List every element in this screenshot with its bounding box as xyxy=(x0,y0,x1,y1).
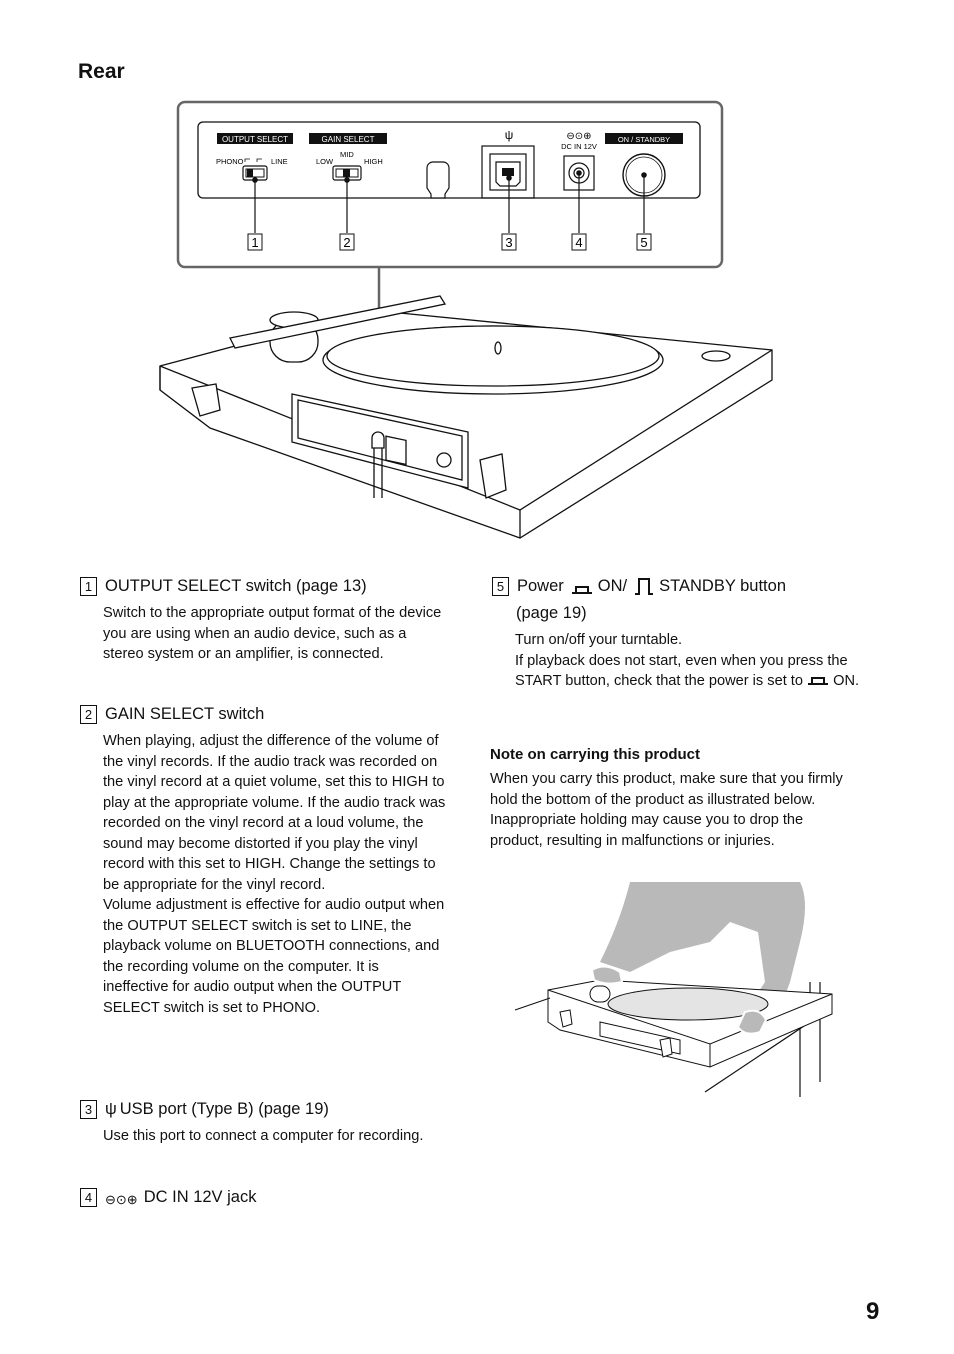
carrying-illustration xyxy=(514,882,833,1097)
item-5-title-page: (page 19) xyxy=(516,604,587,622)
item-2-body: When playing, adjust the difference of t… xyxy=(103,731,448,1018)
page-number: 9 xyxy=(866,1298,880,1325)
line-label: LINE xyxy=(271,157,288,166)
item-5-number: 5 xyxy=(492,577,509,596)
power-on-icon xyxy=(808,677,829,685)
high-label: HIGH xyxy=(364,157,383,166)
item-3-number: 3 xyxy=(80,1100,97,1119)
note-title: Note on carrying this product xyxy=(490,746,701,763)
mid-label: MID xyxy=(340,150,354,159)
item-2-heading: 2 GAIN SELECT switch xyxy=(80,701,264,728)
item-3-heading: 3 ψ USB port (Type B) (page 19) xyxy=(80,1096,329,1123)
on-standby-label: ON / STANDBY xyxy=(618,135,670,144)
item-1-heading: 1 OUTPUT SELECT switch (page 13) xyxy=(80,573,367,600)
standby-icon xyxy=(635,578,654,595)
rear-panel-diagram: OUTPUT SELECT GAIN SELECT PHONO LINE LOW… xyxy=(159,100,773,539)
item-5-title-standby: STANDBY button xyxy=(659,577,786,595)
usb-symbol-icon: ψ xyxy=(505,128,514,142)
note-body: When you carry this product, make sure t… xyxy=(490,771,843,849)
item-5-body-para2-text: If playback does not start, even when yo… xyxy=(515,652,848,690)
item-5-body-para2-end: ON. xyxy=(833,673,860,689)
callout-3: 3 xyxy=(505,235,512,250)
item-4-number: 4 xyxy=(80,1188,97,1207)
item-5-body-para2: If playback does not start, even when yo… xyxy=(515,651,860,692)
item-1-title: OUTPUT SELECT switch (page 13) xyxy=(105,577,367,595)
item-3-body: Use this port to connect a computer for … xyxy=(103,1128,424,1144)
section-heading: Rear xyxy=(78,60,125,83)
item-5-body-para1: Turn on/off your turntable. xyxy=(515,632,683,648)
item-4-heading: 4 ⊖⊙⊕ DC IN 12V jack xyxy=(80,1184,256,1213)
callout-2: 2 xyxy=(343,235,350,250)
output-select-label: OUTPUT SELECT xyxy=(222,135,288,144)
dc-polarity-icon: ⊖⊙⊕ xyxy=(566,131,591,142)
item-2-number: 2 xyxy=(80,705,97,724)
callout-1: 1 xyxy=(251,235,258,250)
item-1-number: 1 xyxy=(80,577,97,596)
callout-5: 5 xyxy=(640,235,647,250)
gain-select-label: GAIN SELECT xyxy=(322,135,375,144)
dc-polarity-icon: ⊖⊙⊕ xyxy=(105,1192,138,1207)
item-5-title-on: ON/ xyxy=(597,577,628,595)
item-2-title: GAIN SELECT switch xyxy=(105,705,265,723)
item-5-heading: 5 Power ON/ STANDBY button (page 19) xyxy=(492,573,862,627)
item-5-body: Turn on/off your turntable. If playback … xyxy=(515,630,860,692)
item-2-body-para2: Volume adjustment is effective for audio… xyxy=(103,897,445,1016)
item-5-title-power: Power xyxy=(517,577,564,595)
item-3-title: USB port (Type B) (page 19) xyxy=(119,1100,329,1118)
item-2-body-para1: When playing, adjust the difference of t… xyxy=(103,733,446,893)
dc-in-label: DC IN 12V xyxy=(561,142,597,151)
low-label: LOW xyxy=(316,157,334,166)
callout-4: 4 xyxy=(575,235,582,250)
phono-label: PHONO xyxy=(216,157,244,166)
item-1-body: Switch to the appropriate output format … xyxy=(103,605,442,662)
power-on-icon xyxy=(571,586,592,594)
item-4-title: DC IN 12V jack xyxy=(143,1188,257,1206)
turntable-illustration xyxy=(159,295,773,539)
usb-icon: ψ xyxy=(105,1100,117,1118)
